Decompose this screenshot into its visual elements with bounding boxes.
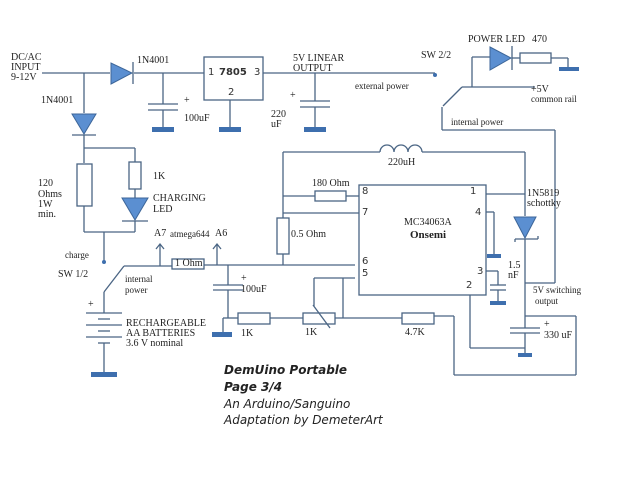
chip-name: MC34063A bbox=[404, 217, 452, 228]
switch-sw1-2 bbox=[103, 242, 355, 293]
ground-icon bbox=[91, 372, 117, 377]
chip-pin6: 6 bbox=[362, 256, 369, 267]
capacitor-100uf-input bbox=[148, 73, 178, 132]
chip-pin3: 3 bbox=[477, 266, 484, 277]
chip-mc34063a bbox=[358, 184, 525, 349]
schottky-1n5819 bbox=[510, 216, 540, 357]
sw12-label: SW 1/2 bbox=[58, 269, 89, 280]
ctiming-2: nF bbox=[508, 270, 519, 281]
a7-label: A7 bbox=[154, 228, 167, 239]
rcharge-1: 120 bbox=[38, 178, 53, 189]
ground-icon bbox=[518, 353, 532, 357]
input-label-3: 9-12V bbox=[11, 72, 37, 83]
a6-label: A6 bbox=[215, 228, 228, 239]
chip-pin8: 8 bbox=[362, 186, 369, 197]
ground-icon bbox=[219, 127, 241, 132]
switch-sw2-2 bbox=[433, 73, 556, 284]
sw-out-1: 5V switching bbox=[533, 285, 582, 295]
atmega-label: atmega644 bbox=[170, 229, 210, 239]
r1k-led-label: 1K bbox=[153, 171, 166, 182]
c330-plus: + bbox=[544, 319, 550, 330]
input-label-2: INPUT bbox=[11, 62, 41, 73]
internal-power-bottom-2: power bbox=[125, 285, 148, 295]
diode-1n4001-series bbox=[110, 62, 134, 85]
chip-pin7: 7 bbox=[362, 207, 369, 218]
battery-label-2: AA BATTERIES bbox=[126, 328, 196, 339]
battery bbox=[86, 292, 122, 377]
inductor-label: 220uH bbox=[388, 157, 416, 168]
c100b-plus: + bbox=[241, 273, 247, 284]
cout-plus: + bbox=[290, 90, 296, 101]
schottky-2: schottky bbox=[527, 198, 561, 209]
r1k-pot-label: 1K bbox=[305, 327, 318, 338]
capacitor-220uf bbox=[300, 73, 330, 132]
title-line-4: Adaptation by DemeterArt bbox=[224, 413, 383, 427]
title-line-2: Page 3/4 bbox=[224, 380, 283, 394]
r47k-label: 4.7K bbox=[405, 327, 425, 338]
chip-pin2: 2 bbox=[466, 280, 473, 291]
reg-pin3: 3 bbox=[254, 67, 261, 78]
reg-name: 7805 bbox=[219, 67, 247, 78]
linear-out-2: OUTPUT bbox=[293, 63, 333, 74]
reg-pin1: 1 bbox=[208, 67, 215, 78]
rcharge-2: Ohms bbox=[38, 189, 62, 200]
chip-pin1: 1 bbox=[470, 186, 477, 197]
r05-label: 0.5 Ohm bbox=[291, 229, 326, 240]
power-led bbox=[471, 46, 579, 87]
cout-label-2: uF bbox=[271, 119, 282, 130]
ground-icon bbox=[490, 301, 506, 305]
diode-series-label: 1N4001 bbox=[137, 55, 170, 66]
power-led-label: POWER LED bbox=[468, 34, 525, 45]
cout-label-1: 220 bbox=[271, 109, 286, 120]
rcharge-3: 1W bbox=[38, 199, 53, 210]
chip-pin4: 4 bbox=[475, 207, 482, 218]
ground-icon bbox=[212, 332, 232, 337]
title-line-3: An Arduino/Sanguino bbox=[224, 397, 351, 411]
r180-label: 180 Ohm bbox=[312, 178, 350, 189]
c330-label: 330 uF bbox=[544, 330, 573, 341]
cin-label: 100uF bbox=[184, 113, 210, 124]
ground-icon bbox=[487, 254, 501, 258]
cin-plus: + bbox=[184, 95, 190, 106]
input-wire bbox=[42, 72, 205, 113]
linear-out-1: 5V LINEAR bbox=[293, 53, 345, 64]
sw-out-2: output bbox=[535, 296, 559, 306]
charging-led-1: CHARGING bbox=[153, 193, 206, 204]
charging-led-2: LED bbox=[153, 204, 173, 215]
battery-label-1: RECHARGEABLE bbox=[126, 318, 206, 329]
regulator-7805 bbox=[203, 56, 435, 132]
rcharge-4: min. bbox=[38, 209, 57, 220]
schottky-1: 1N5819 bbox=[527, 188, 560, 199]
chip-vendor: Onsemi bbox=[410, 229, 447, 241]
battery-label-3: 3.6 V nominal bbox=[126, 338, 184, 349]
r1ohm-label: 1 Ohm bbox=[175, 258, 203, 269]
r470-label: 470 bbox=[532, 34, 547, 45]
ctiming-1: 1.5 bbox=[508, 260, 521, 271]
chip-pin5: 5 bbox=[362, 268, 369, 279]
r1k-a-label: 1K bbox=[241, 328, 254, 339]
external-power-label: external power bbox=[355, 81, 409, 91]
diode-1n4001-shunt bbox=[71, 113, 97, 148]
internal-power-top: internal power bbox=[451, 117, 504, 127]
battery-plus: + bbox=[88, 299, 94, 310]
sense-resistors bbox=[276, 190, 359, 265]
ground-icon bbox=[559, 67, 579, 71]
feedback-network bbox=[212, 265, 577, 376]
ground-icon bbox=[304, 127, 326, 132]
c100b-label: 100uF bbox=[241, 284, 267, 295]
diode-shunt-label: 1N4001 bbox=[41, 95, 74, 106]
charge-branch bbox=[76, 147, 149, 264]
ground-icon bbox=[152, 127, 174, 132]
title-line-1: DemUino Portable bbox=[224, 363, 348, 377]
reg-pin2: 2 bbox=[228, 87, 235, 98]
internal-power-bottom-1: internal bbox=[125, 274, 153, 284]
input-label-1: DC/AC bbox=[11, 52, 42, 63]
charge-label: charge bbox=[65, 250, 89, 260]
inductor-220uh bbox=[282, 144, 526, 218]
common-rail-2: common rail bbox=[531, 94, 577, 104]
common-rail-1: +5V bbox=[531, 84, 549, 95]
sw22-label: SW 2/2 bbox=[421, 50, 452, 61]
